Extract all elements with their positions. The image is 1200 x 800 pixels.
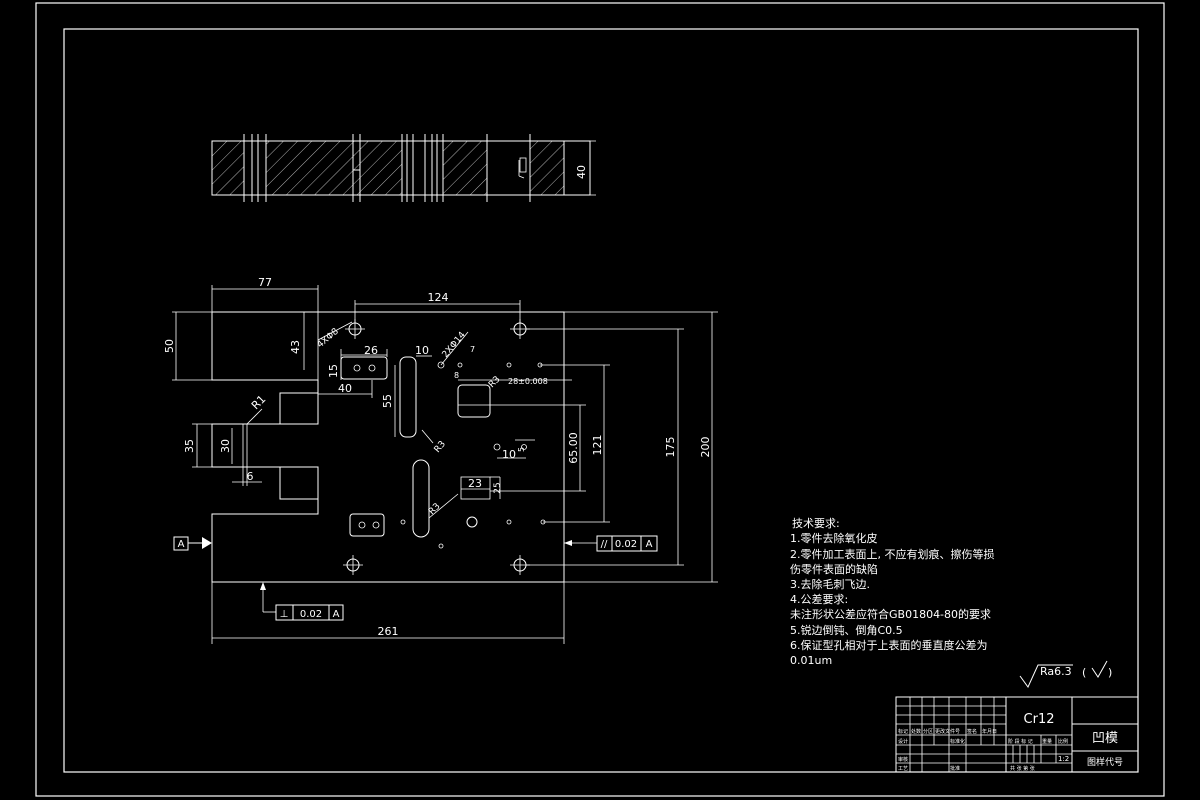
- dim-small-7: 7: [470, 345, 475, 354]
- note-line-4: 3.去除毛刺飞边.: [790, 577, 870, 591]
- dim-200: 200: [699, 437, 712, 458]
- note-line-3: 伤零件表面的缺陷: [790, 562, 878, 576]
- tb-scale-label: 比例: [1058, 738, 1068, 745]
- tb-review: 审核: [898, 756, 908, 763]
- dim-43: 43: [289, 340, 302, 354]
- dim-r3-mid: R3: [433, 439, 448, 455]
- dim-50: 50: [163, 339, 176, 353]
- drawing-frame: [63, 28, 1139, 773]
- gdt-perp-ref: A: [333, 609, 340, 620]
- dim-30: 30: [219, 439, 232, 453]
- tb-count: 处数: [911, 728, 921, 735]
- hole-bottom-left: [343, 555, 363, 575]
- note-line-8: 6.保证型孔相对于上表面的垂直度公差为: [790, 638, 988, 652]
- dim-tolerance-28: 28±0.008: [508, 377, 548, 386]
- hole-callout-2x14: 2XΦ14: [441, 330, 468, 360]
- dim-section-height: 40: [575, 165, 588, 179]
- tb-part-name: 凹模: [1092, 731, 1118, 746]
- notes-heading: 技术要求:: [792, 517, 840, 530]
- dim-35: 35: [183, 439, 196, 453]
- roughness-value: Ra6.3: [1040, 665, 1072, 678]
- gdt-parallelism: // 0.02 A: [564, 535, 658, 552]
- note-line-9: 0.01um: [790, 654, 832, 667]
- dim-15: 15: [327, 364, 340, 378]
- tb-drawing-code: 图样代号: [1087, 756, 1123, 768]
- note-line-1: 1.零件去除氧化皮: [790, 531, 878, 545]
- technical-requirements: 技术要求: 1.零件去除氧化皮 2.零件加工表面上, 不应有划痕、擦伤等损 伤零…: [790, 517, 995, 667]
- note-line-5: 4.公差要求:: [790, 592, 848, 606]
- tb-date: 年月日: [982, 728, 997, 735]
- tb-process: 工艺: [898, 766, 908, 772]
- dim-124: 124: [428, 291, 449, 304]
- title-block: 标记 处数 分区 更改文件号 签名 年月日 设计 标准化 审核 工艺 批准 Cr…: [895, 696, 1139, 773]
- slot-vertical-short: [412, 459, 430, 538]
- dim-26: 26: [364, 344, 378, 357]
- roughness-paren-open: (: [1082, 666, 1086, 679]
- dim-175: 175: [664, 437, 677, 458]
- tb-change-doc: 更改文件号: [935, 728, 960, 735]
- dim-6: 6: [247, 470, 254, 483]
- dim-small-5: 5: [517, 447, 526, 452]
- gdt-parallel-symbol: //: [601, 539, 608, 550]
- tb-stage-label: 阶 段 标 记: [1008, 738, 1033, 745]
- tb-scale: 1:2: [1058, 755, 1069, 763]
- note-line-7: 5.锐边倒钝、倒角C0.5: [790, 623, 903, 637]
- tb-mark: 标记: [898, 728, 908, 735]
- opening-top-small: [340, 356, 388, 380]
- dim-65: 65.00: [567, 432, 580, 464]
- dim-25: 25: [493, 482, 503, 493]
- gdt-parallel-value: 0.02: [615, 539, 637, 550]
- opening-bottom-small: [349, 513, 385, 537]
- dim-55: 55: [381, 394, 394, 408]
- surface-roughness: Ra6.3 ( ): [1019, 660, 1112, 688]
- tb-zone: 分区: [923, 728, 933, 735]
- dim-10-top: 10: [415, 344, 429, 357]
- datum-a-marker: A: [173, 536, 212, 551]
- opening-square: [457, 384, 491, 418]
- dim-40: 40: [338, 382, 352, 395]
- tb-signature: 签名: [967, 728, 977, 735]
- hole-callout-4x8: 4XΦ8: [316, 327, 342, 351]
- plan-view: 77 124 50 43 26 15 40 10 55 3: [163, 276, 718, 644]
- tb-weight: 重量: [1042, 738, 1052, 745]
- roughness-paren-close: ): [1108, 666, 1112, 679]
- gdt-perpendicularity: ⊥ 0.02 A: [260, 582, 344, 621]
- dim-121: 121: [591, 435, 604, 456]
- slot-vertical-long: [399, 356, 417, 438]
- tb-standard: 标准化: [950, 738, 965, 745]
- dim-77: 77: [258, 276, 272, 289]
- dim-10-right: 10: [502, 448, 516, 461]
- section-view: 40: [211, 134, 596, 202]
- tb-sheets: 共 张 第 张: [1010, 765, 1035, 772]
- gdt-perp-symbol: ⊥: [280, 609, 289, 620]
- dim-23: 23: [468, 477, 482, 490]
- gdt-perp-value: 0.02: [300, 609, 322, 620]
- note-line-2: 2.零件加工表面上, 不应有划痕、擦伤等损: [790, 547, 995, 561]
- gdt-parallel-ref: A: [646, 539, 653, 550]
- dim-261: 261: [378, 625, 399, 638]
- datum-a-label: A: [178, 539, 185, 550]
- tb-material: Cr12: [1024, 712, 1055, 727]
- dim-small-8: 8: [454, 371, 459, 380]
- note-line-6: 未注形状公差应符合GB01804-80的要求: [790, 607, 991, 621]
- tb-design: 设计: [898, 738, 908, 745]
- tb-approve: 批准: [950, 765, 960, 772]
- dim-r1: R1: [249, 393, 269, 413]
- sheet-border: [35, 2, 1165, 797]
